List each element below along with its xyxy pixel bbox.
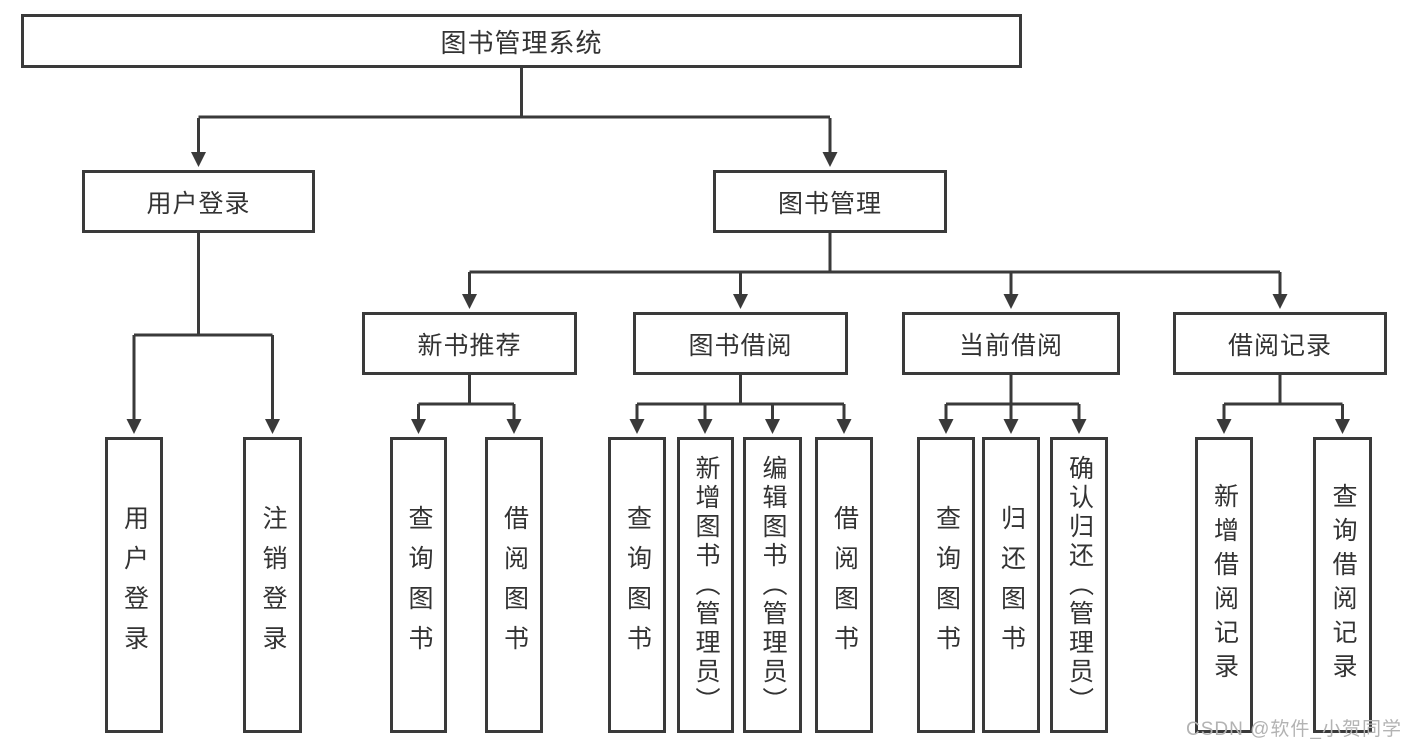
leaf-user-login: 用户登录 — [105, 437, 163, 733]
edge-root-stem — [198, 68, 830, 119]
edge-book-management-stem — [469, 233, 1280, 274]
leaf-borrow-books-2-label: 借阅图书 — [830, 505, 859, 665]
leaf-logout: 注销登录 — [243, 437, 302, 733]
leaf-edit-books-admin-label: 编辑图书（管理员） — [759, 454, 787, 716]
csdn-watermark: CSDN @软件_小贺同学 — [1186, 719, 1402, 740]
node-current-borrowing: 当前借阅 — [902, 312, 1120, 375]
edge-book-borrowing-stem — [637, 375, 844, 406]
leaf-query-books-3-label: 查询图书 — [932, 505, 961, 665]
leaf-return-books-label: 归还图书 — [997, 505, 1026, 665]
node-borrowing-records: 借阅记录 — [1173, 312, 1387, 375]
node-root: 图书管理系统 — [21, 14, 1022, 68]
leaf-add-borrow-record-label: 新增借阅记录 — [1210, 483, 1239, 687]
node-user-login-label: 用户登录 — [146, 189, 251, 218]
edge-borrowing-records-stem — [1224, 375, 1343, 406]
leaf-add-books-admin-label: 新增图书（管理员） — [692, 454, 720, 716]
edge-user-login-stem — [134, 233, 273, 337]
leaf-query-books-1: 查询图书 — [390, 437, 447, 733]
leaf-borrow-books-1-label: 借阅图书 — [500, 505, 529, 665]
node-new-book-recommend-label: 新书推荐 — [417, 331, 522, 360]
leaf-query-borrow-record-label: 查询借阅记录 — [1329, 483, 1357, 687]
leaf-query-books-1-label: 查询图书 — [405, 505, 433, 665]
leaf-logout-label: 注销登录 — [259, 505, 287, 665]
node-new-book-recommend: 新书推荐 — [362, 312, 577, 375]
leaf-query-books-2-label: 查询图书 — [623, 505, 652, 665]
leaf-confirm-return-admin-label: 确认归还（管理员） — [1065, 454, 1094, 716]
leaf-query-books-3: 查询图书 — [917, 437, 975, 733]
edge-new-book-recommend-stem — [418, 375, 514, 406]
leaf-user-login-label: 用户登录 — [120, 505, 149, 665]
node-book-borrowing: 图书借阅 — [633, 312, 848, 375]
leaf-add-borrow-record: 新增借阅记录 — [1195, 437, 1253, 733]
node-book-borrowing-label: 图书借阅 — [688, 331, 793, 360]
node-root-label: 图书管理系统 — [440, 27, 603, 58]
node-current-borrowing-label: 当前借阅 — [958, 331, 1063, 360]
edge-current-borrowing-stem — [946, 375, 1079, 406]
leaf-borrow-books-2: 借阅图书 — [815, 437, 873, 733]
node-book-management: 图书管理 — [713, 170, 947, 233]
leaf-query-borrow-record: 查询借阅记录 — [1313, 437, 1372, 733]
leaf-add-books-admin: 新增图书（管理员） — [677, 437, 734, 733]
leaf-confirm-return-admin: 确认归还（管理员） — [1050, 437, 1108, 733]
leaf-return-books: 归还图书 — [982, 437, 1040, 733]
leaf-query-books-2: 查询图书 — [608, 437, 666, 733]
node-book-management-label: 图书管理 — [777, 189, 882, 218]
node-user-login: 用户登录 — [82, 170, 315, 233]
leaf-edit-books-admin: 编辑图书（管理员） — [743, 437, 802, 733]
node-borrowing-records-label: 借阅记录 — [1227, 331, 1332, 360]
leaf-borrow-books-1: 借阅图书 — [485, 437, 543, 733]
